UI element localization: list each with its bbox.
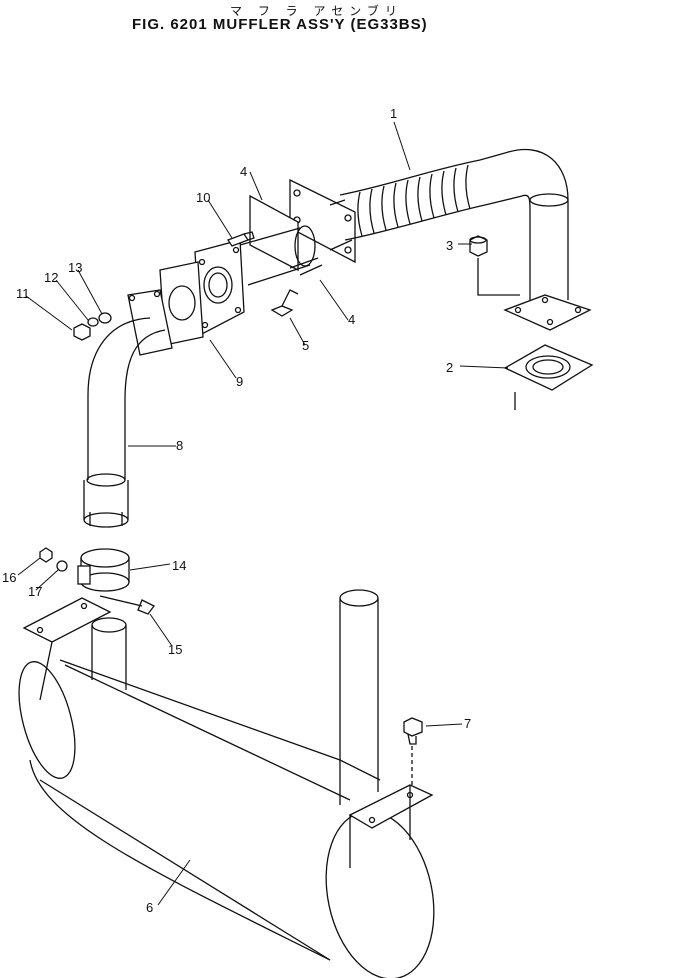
part-5-bolt bbox=[270, 289, 299, 317]
part-8-elbow-pipe bbox=[83, 289, 173, 528]
part-4-flange-gaskets bbox=[239, 194, 323, 286]
part-9-flange-gasket bbox=[159, 239, 245, 346]
callout-13: 13 bbox=[68, 260, 82, 275]
callout-2: 2 bbox=[446, 360, 453, 375]
figure-header: マ フ ラ アセンブリ FIG. 6201 MUFFLER ASS'Y (EG3… bbox=[0, 0, 686, 40]
callout-8: 8 bbox=[176, 438, 183, 453]
callout-15: 15 bbox=[168, 642, 182, 657]
part-3-nut bbox=[469, 235, 520, 296]
part-14-clamp bbox=[77, 548, 130, 592]
part-2-gasket bbox=[503, 344, 594, 410]
callout-4-upper: 4 bbox=[240, 164, 247, 179]
part-10-bolt bbox=[227, 231, 255, 247]
callout-10: 10 bbox=[196, 190, 210, 205]
parts-11-12-13-fasteners bbox=[73, 312, 112, 341]
part-7-plug bbox=[403, 717, 423, 785]
part-1-bellows-pipe bbox=[289, 148, 592, 331]
figure-title: FIG. 6201 MUFFLER ASS'Y (EG33BS) bbox=[132, 16, 428, 33]
callout-9: 9 bbox=[236, 374, 243, 389]
part-6-muffler bbox=[18, 589, 435, 978]
callout-7: 7 bbox=[464, 716, 471, 731]
callout-11: 11 bbox=[16, 286, 30, 301]
callout-16: 16 bbox=[2, 570, 16, 585]
callout-4-lower: 4 bbox=[348, 312, 355, 327]
callout-14: 14 bbox=[172, 558, 186, 573]
callout-3: 3 bbox=[446, 238, 453, 253]
callout-1: 1 bbox=[390, 106, 397, 121]
callout-12: 12 bbox=[44, 270, 58, 285]
figure-title-japanese: マ フ ラ アセンブリ bbox=[230, 4, 403, 18]
callout-5: 5 bbox=[302, 338, 309, 353]
parts-16-17-fasteners bbox=[39, 547, 68, 572]
part-15-bolt bbox=[99, 595, 155, 615]
callout-6: 6 bbox=[146, 900, 153, 915]
callout-leaders bbox=[17, 121, 509, 906]
callout-17: 17 bbox=[28, 584, 42, 599]
